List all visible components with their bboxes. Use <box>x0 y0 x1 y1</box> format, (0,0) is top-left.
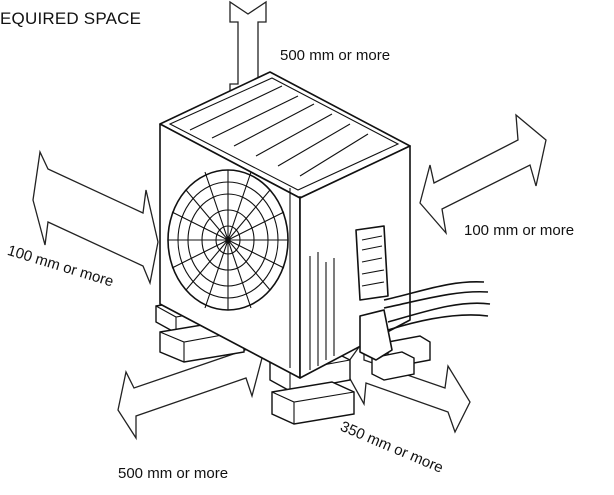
right-clearance-arrow <box>419 113 547 236</box>
outdoor-unit <box>159 71 491 379</box>
left-clearance-arrow <box>32 149 159 286</box>
refrigerant-pipes <box>383 280 491 331</box>
right-clearance-label: 100 mm or more <box>464 222 575 239</box>
front-clearance-label: 500 mm or more <box>118 465 229 482</box>
fan-grille <box>167 169 289 311</box>
diagram-title: EQUIRED SPACE <box>0 9 142 28</box>
valve-cover <box>355 225 393 361</box>
top-clearance-label: 500 mm or more <box>280 47 391 64</box>
